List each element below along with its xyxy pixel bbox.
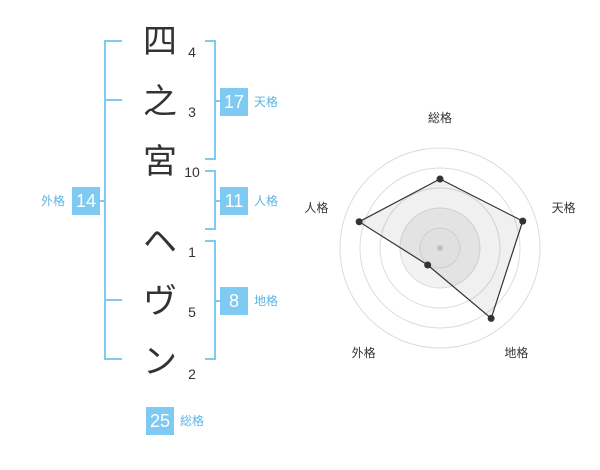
stroke-count-5: 5 xyxy=(188,304,196,320)
jinkaku-badge: 11 xyxy=(220,187,248,215)
radar-axis-label-4: 外格 xyxy=(352,345,376,360)
stroke-count-6: 2 xyxy=(188,366,196,382)
radar-points xyxy=(355,175,527,322)
radar-point-2 xyxy=(519,217,527,225)
jinkaku-bracket xyxy=(205,170,216,230)
name-char-2: 之 xyxy=(143,82,177,122)
soukaku-label: 総格 xyxy=(180,414,205,428)
stroke-count-1: 4 xyxy=(188,44,196,60)
name-char-3: 宮 xyxy=(143,142,177,182)
gaikaku-label: 外格 xyxy=(41,194,66,208)
bracket-connector xyxy=(216,200,220,202)
jinkaku-label: 人格 xyxy=(254,194,279,208)
stroke-count-2: 3 xyxy=(188,104,196,120)
name-char-4: ヘ xyxy=(143,222,177,262)
radar-axis-label-3: 地格 xyxy=(504,345,528,360)
radar-axis-label-1: 総格 xyxy=(428,110,452,125)
radar-point-3 xyxy=(487,314,495,322)
radar-center xyxy=(437,245,443,251)
radar-axis-label-2: 天格 xyxy=(552,200,576,215)
chikaku-badge: 8 xyxy=(220,287,248,315)
stroke-count-4: 1 xyxy=(188,244,196,260)
tenkaku-label: 天格 xyxy=(254,95,279,109)
name-char-1: 四 xyxy=(143,22,177,62)
gaikaku-bracket xyxy=(104,40,122,360)
radar-point-1 xyxy=(436,175,444,183)
gaikaku-badge: 14 xyxy=(72,187,100,215)
bracket-tick xyxy=(104,99,122,101)
radar-point-5 xyxy=(355,218,363,226)
radar-point-4 xyxy=(424,261,432,269)
radar-grid xyxy=(339,147,541,349)
chikaku-bracket xyxy=(205,240,216,360)
name-char-6: ン xyxy=(143,342,177,382)
radar-polygon xyxy=(357,178,524,320)
name-char-5: ヴ xyxy=(143,282,177,322)
radar-axis-label-5: 人格 xyxy=(304,200,328,215)
bracket-connector xyxy=(216,300,220,302)
stroke-count-3: 10 xyxy=(184,164,200,180)
bracket-tick xyxy=(104,299,122,301)
bracket-connector xyxy=(216,100,220,102)
tenkaku-badge: 17 xyxy=(220,88,248,116)
chikaku-label: 地格 xyxy=(254,294,279,308)
soukaku-badge: 25 xyxy=(146,407,174,435)
tenkaku-bracket xyxy=(205,40,216,160)
